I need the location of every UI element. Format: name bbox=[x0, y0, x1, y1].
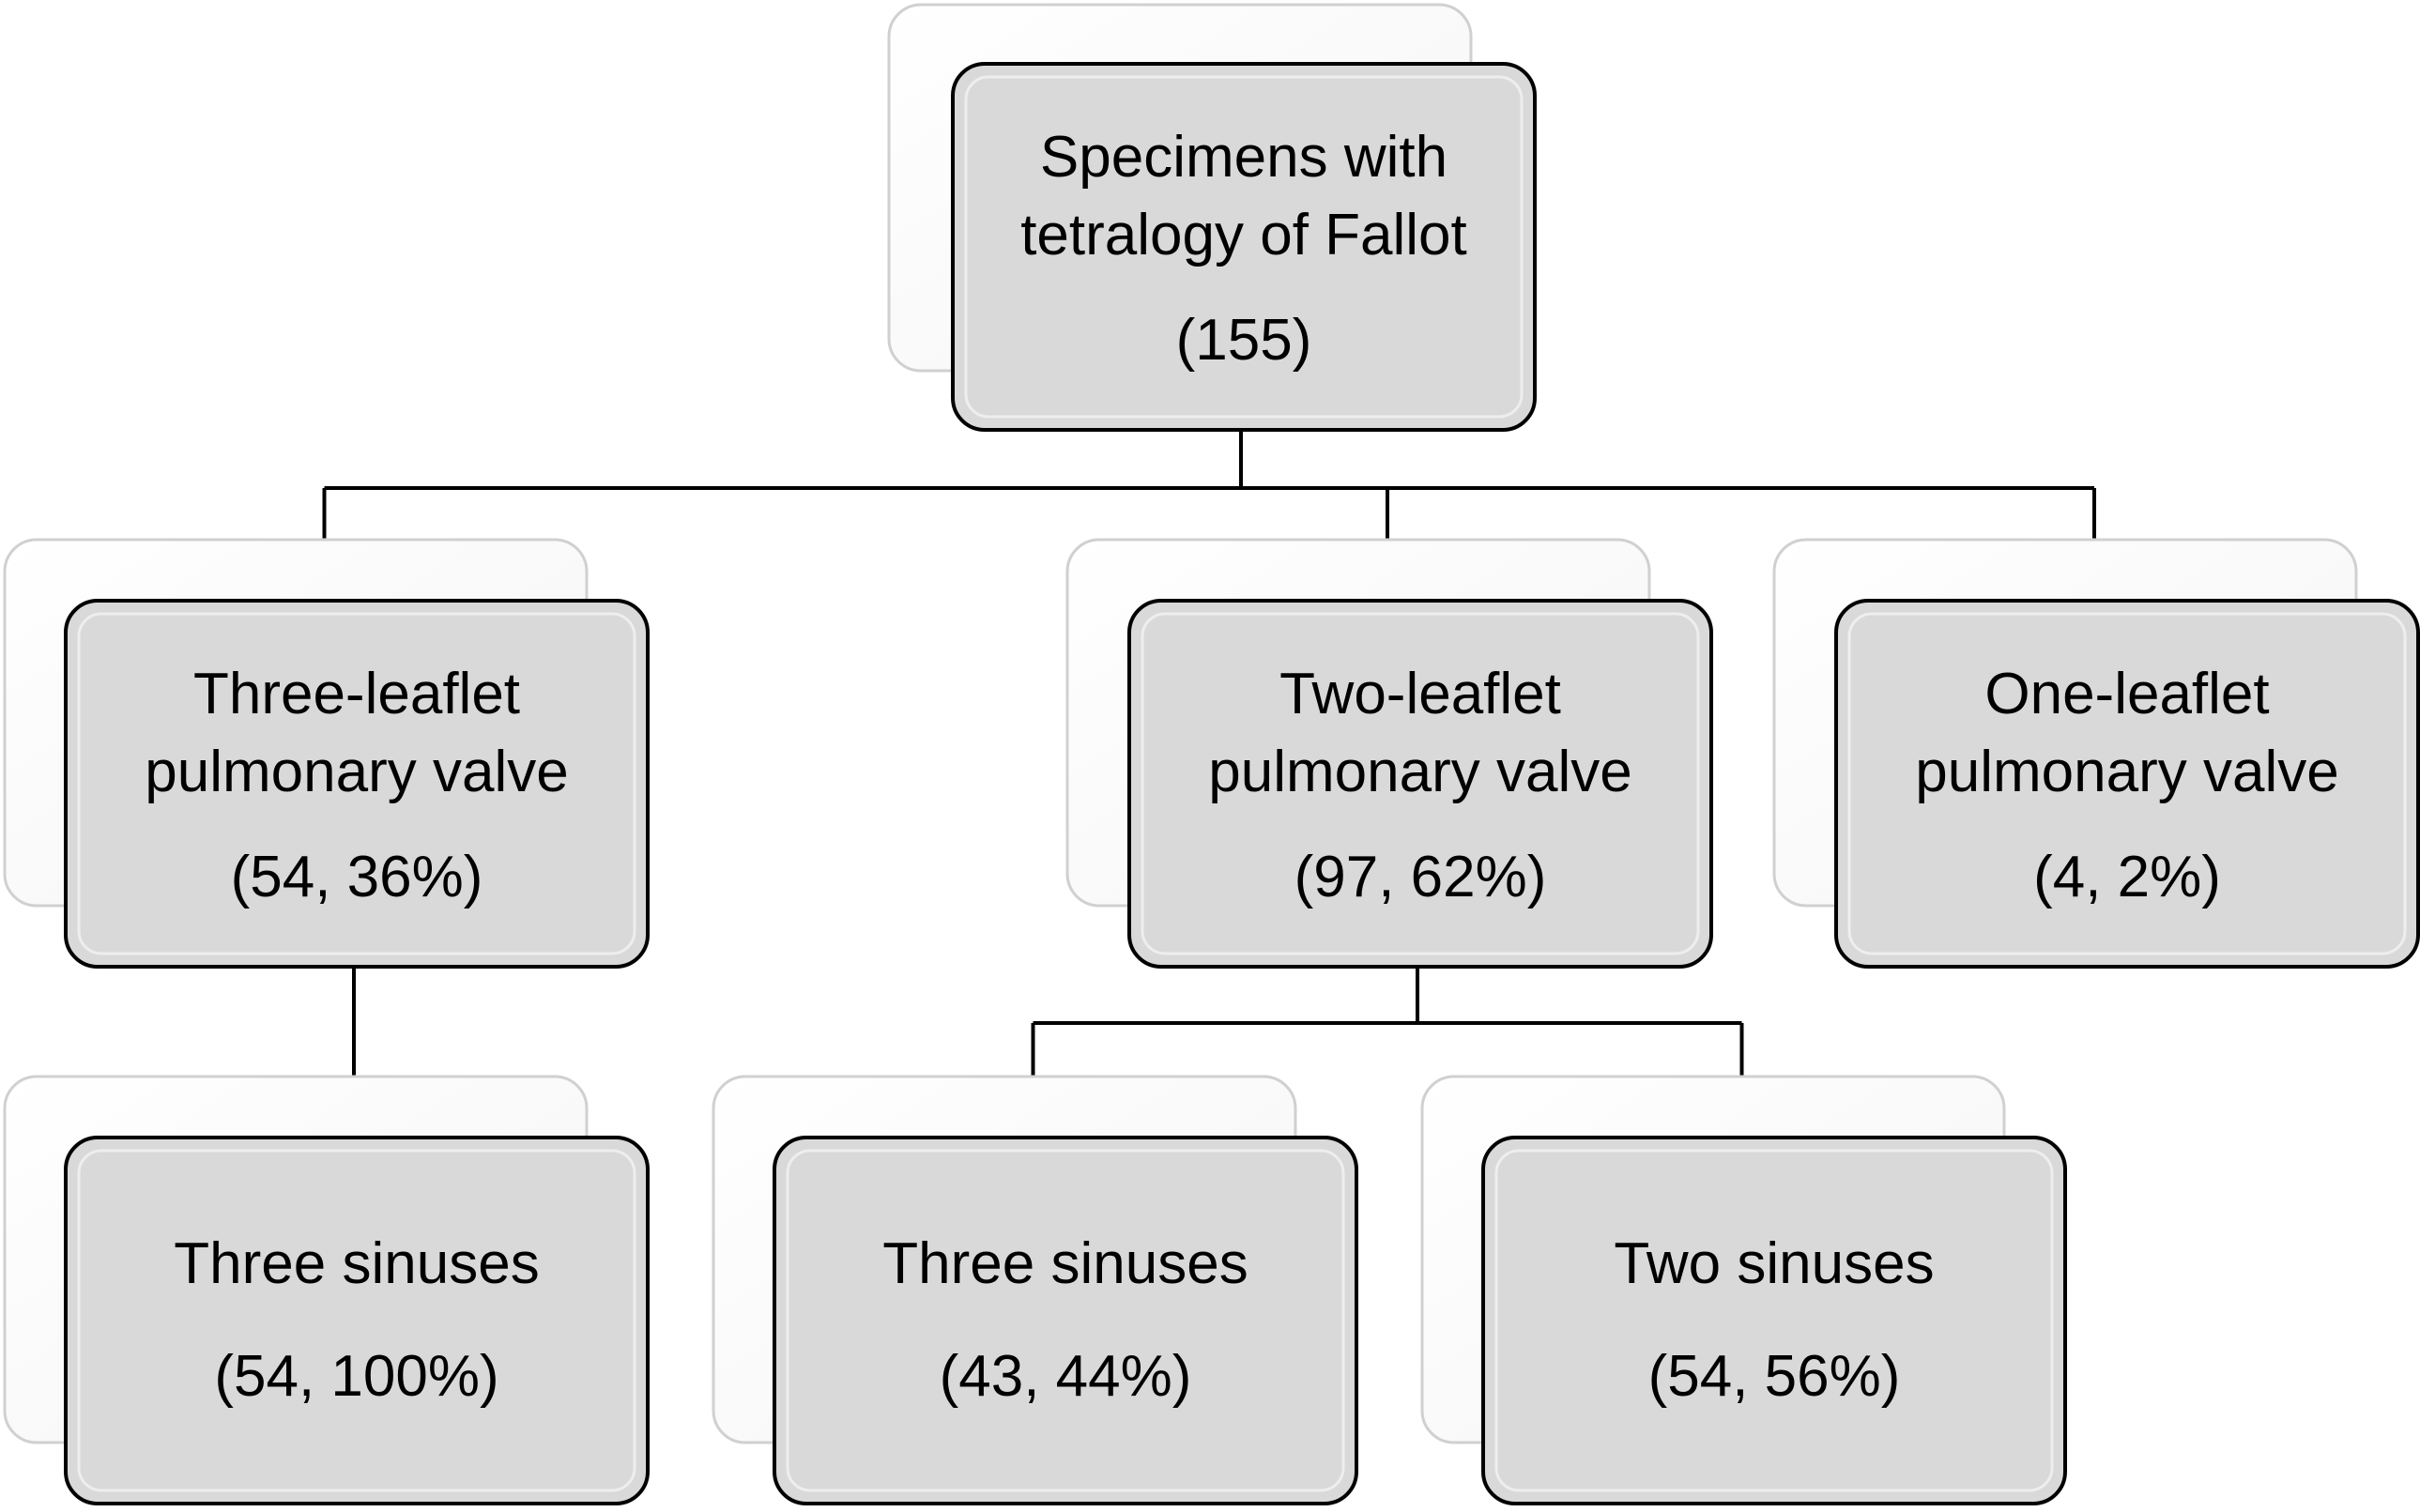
node-text-line: Three sinuses bbox=[882, 1231, 1248, 1296]
node-text-line: One-leaflet bbox=[1984, 662, 2269, 726]
node-box bbox=[1127, 599, 1713, 969]
node-text-line: Three sinuses bbox=[174, 1231, 539, 1296]
node-two-leaflet-two-sinuses: Two sinuses (54, 56%) bbox=[1420, 1075, 2067, 1505]
node-text-line: pulmonary valve bbox=[145, 740, 568, 804]
node-inner-highlight bbox=[786, 1149, 1345, 1492]
node-text-line: Specimens with bbox=[1040, 125, 1447, 190]
node-text-line: pulmonary valve bbox=[1915, 740, 2338, 804]
node-one-leaflet: One-leaflet pulmonary valve (4, 2%) bbox=[1772, 538, 2420, 969]
node-box bbox=[64, 1136, 650, 1505]
node-two-leaflet-three-sinuses: Three sinuses (43, 44%) bbox=[712, 1075, 1358, 1505]
node-box bbox=[64, 599, 650, 969]
node-text-line: tetralogy of Fallot bbox=[1020, 203, 1467, 267]
node-three-leaflet-three-sinuses: Three sinuses (54, 100%) bbox=[3, 1075, 650, 1505]
node-two-leaflet: Two-leaflet pulmonary valve (97, 62%) bbox=[1065, 538, 1713, 969]
node-box bbox=[773, 1136, 1358, 1505]
node-box bbox=[1481, 1136, 2067, 1505]
node-text-line: Three-leaflet bbox=[193, 662, 520, 726]
node-text-line: pulmonary valve bbox=[1208, 740, 1631, 804]
node-box bbox=[1834, 599, 2420, 969]
node-three-leaflet: Three-leaflet pulmonary valve (54, 36%) bbox=[3, 538, 650, 969]
node-root: Specimens with tetralogy of Fallot (155) bbox=[887, 3, 1537, 432]
node-text-line: (54, 56%) bbox=[1648, 1344, 1901, 1409]
node-text-line: (4, 2%) bbox=[2033, 845, 2221, 909]
diagram-nodes: Specimens with tetralogy of Fallot (155) Th… bbox=[3, 3, 2420, 1505]
node-inner-highlight bbox=[77, 1149, 636, 1492]
node-text-line: Two-leaflet bbox=[1279, 662, 1561, 726]
node-inner-highlight bbox=[964, 75, 1524, 419]
node-text-line: (155) bbox=[1176, 308, 1312, 373]
node-text-line: (54, 100%) bbox=[214, 1344, 498, 1409]
node-text-line: (97, 62%) bbox=[1294, 845, 1547, 909]
node-box bbox=[951, 62, 1537, 432]
node-text-line: Two sinuses bbox=[1614, 1231, 1934, 1296]
node-inner-highlight bbox=[1847, 612, 2407, 955]
node-text-line: (43, 44%) bbox=[940, 1344, 1192, 1409]
node-inner-highlight bbox=[1494, 1149, 2054, 1492]
node-text-line: (54, 36%) bbox=[231, 845, 483, 909]
node-inner-highlight bbox=[77, 612, 636, 955]
node-inner-highlight bbox=[1141, 612, 1700, 955]
